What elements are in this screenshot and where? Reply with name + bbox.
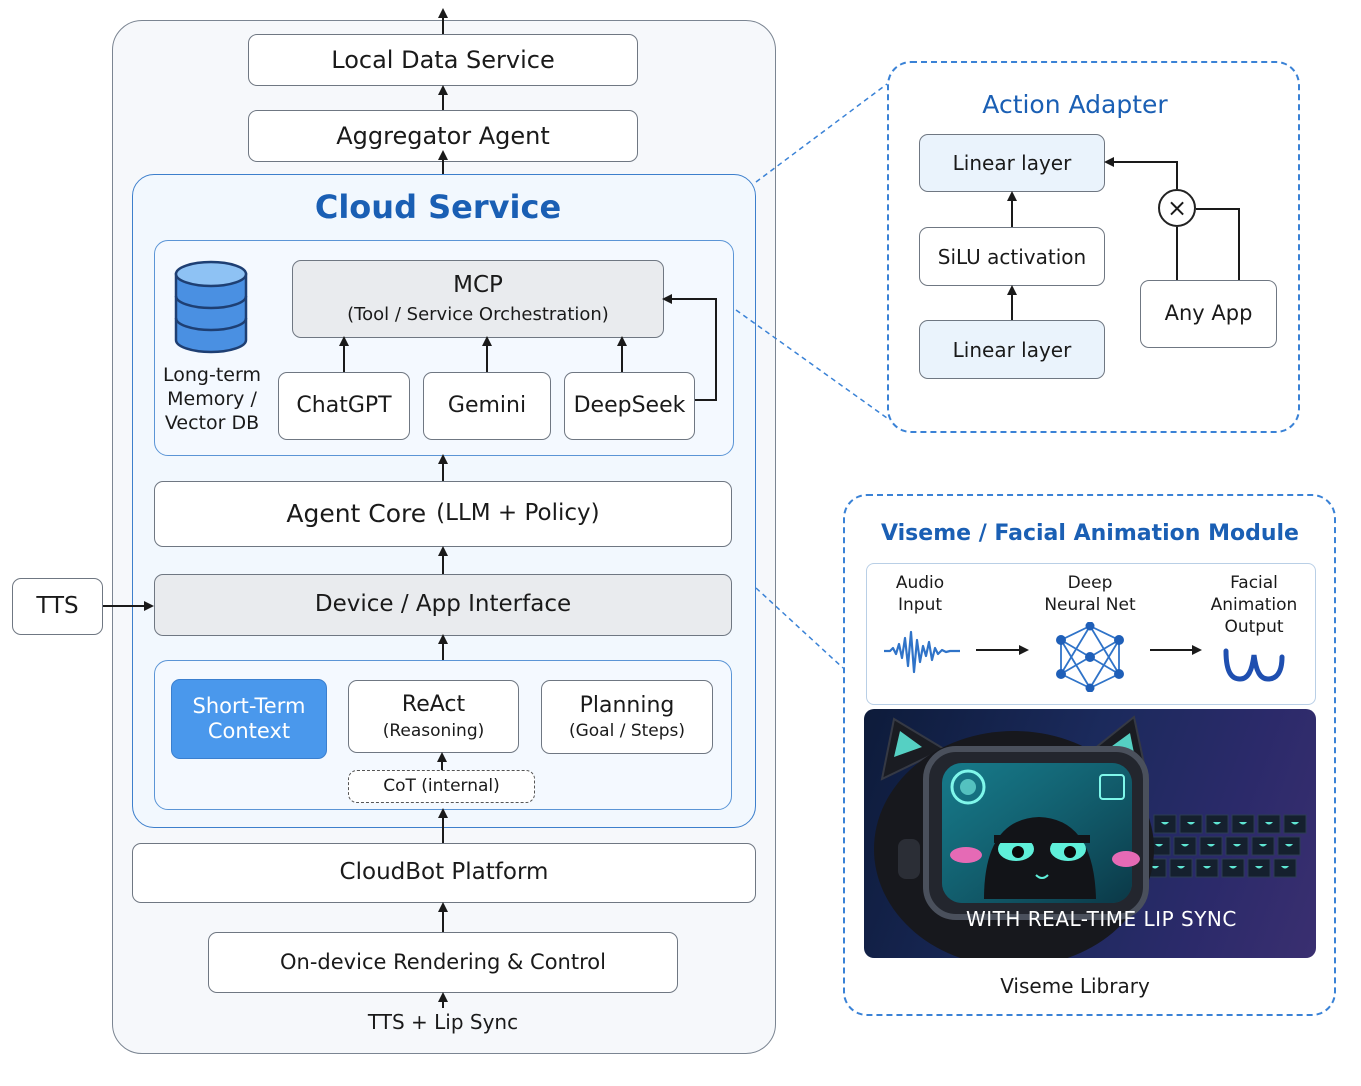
- linear-layer-bottom-label: Linear layer: [952, 337, 1072, 362]
- viseme-title: Viseme / Facial Animation Module: [881, 521, 1299, 546]
- planning-title: Planning: [579, 692, 675, 718]
- viseme-tiles: [1143, 814, 1307, 878]
- any-app-box: Any App: [1140, 280, 1277, 348]
- model-chatgpt: ChatGPT: [278, 372, 410, 440]
- model-deepseek: DeepSeek: [564, 372, 695, 440]
- mcp-box: MCP (Tool / Service Orchestration): [292, 260, 664, 338]
- viseme-character-image: WITH REAL-TIME LIP SYNC: [864, 709, 1316, 958]
- react-title: ReAct: [401, 692, 466, 718]
- local-data-service-box: Local Data Service: [248, 34, 638, 86]
- database-icon: [174, 260, 248, 354]
- model-gemini: Gemini: [423, 372, 551, 440]
- deep-neural-net-label: Deep Neural Net: [1044, 573, 1136, 616]
- device-interface-label: Device / App Interface: [314, 591, 572, 618]
- multiply-icon: ×: [1166, 194, 1188, 222]
- short-term-context-label: Short-Term Context: [192, 693, 306, 743]
- linear-layer-top-box: Linear layer: [919, 134, 1105, 192]
- audio-waveform-icon: [884, 630, 960, 674]
- action-adapter-title: Action Adapter: [982, 90, 1168, 119]
- viseme-library-label: Viseme Library: [1000, 974, 1150, 998]
- agent-core-label: Agent Core: [286, 499, 427, 528]
- planning-box: Planning (Goal / Steps): [541, 680, 713, 754]
- neural-net-icon: [1056, 622, 1124, 692]
- linear-layer-top-label: Linear layer: [952, 151, 1072, 175]
- local-data-service-label: Local Data Service: [331, 45, 555, 74]
- cloud-service-title: Cloud Service: [314, 188, 562, 226]
- model-label: Gemini: [447, 392, 527, 418]
- tts-box: TTS: [12, 578, 103, 635]
- on-device-rendering-label: On-device Rendering & Control: [280, 949, 606, 974]
- aggregator-agent-box: Aggregator Agent: [248, 110, 638, 162]
- cot-label: CoT (internal): [383, 776, 500, 797]
- facial-output-label: Facial Animation Output: [1210, 573, 1298, 638]
- facial-animation-icon: [1223, 648, 1285, 682]
- model-label: DeepSeek: [573, 392, 686, 418]
- silu-activation-label: SiLU activation: [937, 244, 1087, 269]
- cloudbot-platform-box: CloudBot Platform: [132, 843, 756, 903]
- aggregator-agent-label: Aggregator Agent: [336, 121, 550, 150]
- mcp-subtitle: (Tool / Service Orchestration): [347, 304, 609, 325]
- cot-box: CoT (internal): [348, 770, 535, 803]
- tts-label: TTS: [36, 592, 79, 619]
- multiply-node: ×: [1158, 189, 1196, 227]
- silu-activation-box: SiLU activation: [919, 227, 1105, 286]
- short-term-context-box: Short-Term Context: [171, 679, 327, 759]
- on-device-rendering-box: On-device Rendering & Control: [208, 932, 678, 993]
- agent-core-sub: (LLM + Policy): [436, 500, 600, 527]
- agent-core-box: Agent Core (LLM + Policy): [154, 481, 732, 547]
- mcp-title: MCP: [453, 272, 503, 299]
- robot-cat-illustration: [874, 715, 1307, 958]
- model-label: ChatGPT: [296, 392, 392, 418]
- memory-label: Long-term Memory / Vector DB: [163, 364, 261, 434]
- tts-lip-sync-label: TTS + Lip Sync: [367, 1010, 519, 1034]
- cloudbot-platform-label: CloudBot Platform: [339, 859, 549, 886]
- planning-subtitle: (Goal / Steps): [568, 721, 686, 741]
- lip-sync-banner: WITH REAL-TIME LIP SYNC: [966, 907, 1237, 931]
- linear-layer-bottom-box: Linear layer: [919, 320, 1105, 379]
- audio-input-label: Audio Input: [895, 573, 945, 616]
- device-interface-box: Device / App Interface: [154, 574, 732, 636]
- any-app-label: Any App: [1164, 301, 1253, 326]
- react-box: ReAct (Reasoning): [348, 680, 519, 753]
- react-subtitle: (Reasoning): [382, 720, 485, 741]
